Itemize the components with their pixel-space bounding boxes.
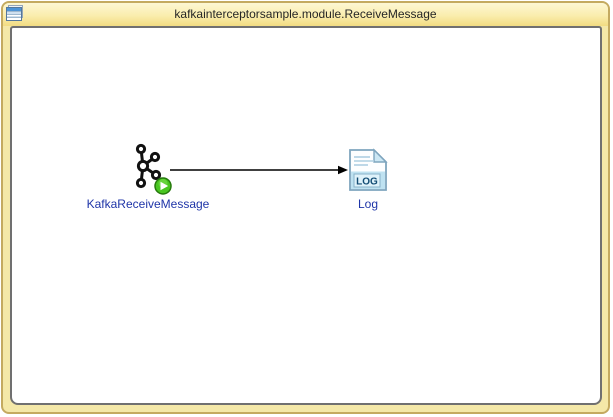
- kafka-logo-icon[interactable]: [130, 138, 176, 196]
- titlebar: kafkainterceptorsample.module.ReceiveMes…: [3, 3, 608, 26]
- edge-arrow[interactable]: [167, 162, 357, 178]
- node-label-kafkareceivemessage[interactable]: KafkaReceiveMessage: [86, 197, 210, 211]
- process-canvas[interactable]: LOG KafkaReceiveMessage Log: [10, 26, 602, 405]
- log-document-icon[interactable]: LOG: [348, 148, 388, 192]
- log-icon-text: LOG: [356, 177, 378, 188]
- table-icon: [6, 5, 23, 21]
- node-label-log[interactable]: Log: [357, 197, 379, 211]
- window-title: kafkainterceptorsample.module.ReceiveMes…: [174, 7, 437, 21]
- play-badge-icon: [154, 177, 172, 195]
